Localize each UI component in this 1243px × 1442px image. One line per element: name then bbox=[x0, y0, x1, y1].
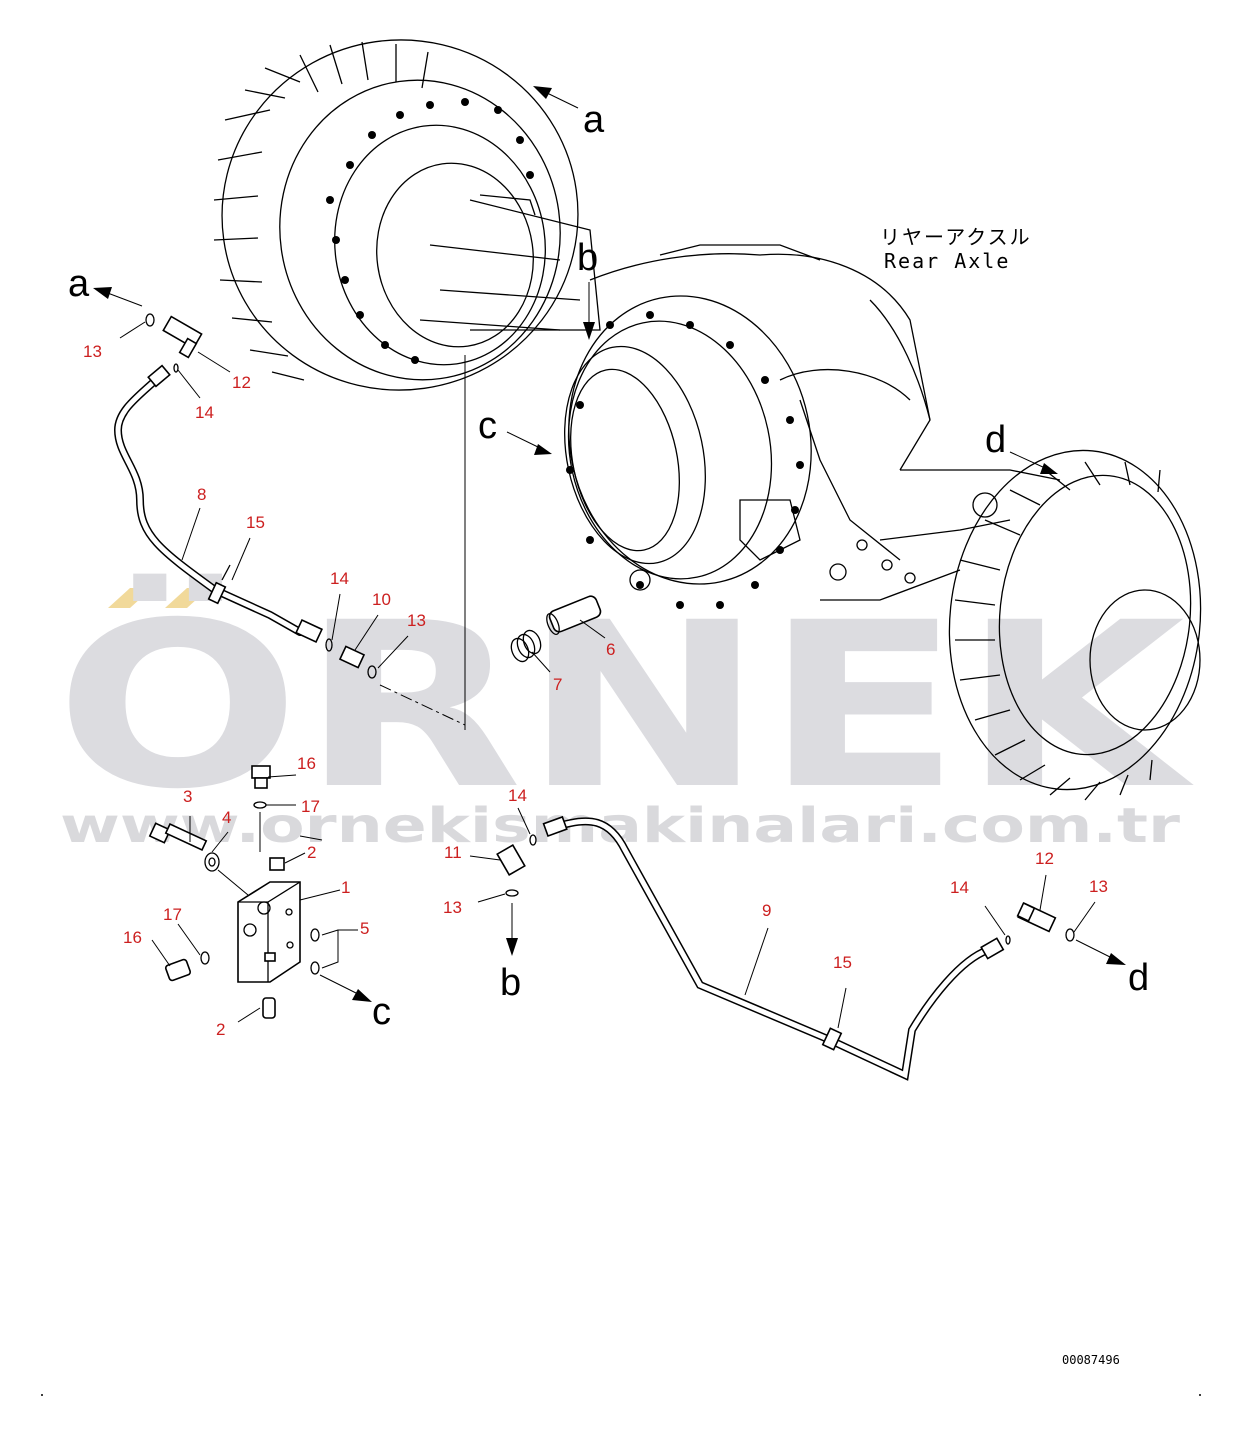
callout-3: 3 bbox=[183, 787, 192, 806]
center-housing bbox=[564, 244, 998, 609]
letter-b-top: b bbox=[577, 237, 598, 279]
callout-15-b: 15 bbox=[833, 953, 852, 972]
leader-lines bbox=[119, 321, 1096, 1029]
callout-6: 6 bbox=[606, 640, 615, 659]
callout-14-d: 14 bbox=[950, 878, 969, 897]
title-japanese: リヤーアクスル bbox=[880, 225, 1032, 249]
callout-14-b: 14 bbox=[330, 569, 349, 588]
callout-2-a: 2 bbox=[307, 843, 316, 862]
arrow-a-top bbox=[544, 91, 579, 109]
letter-d-right: d bbox=[1128, 957, 1149, 999]
arrow-d-top bbox=[1009, 451, 1046, 469]
callout-13-c: 13 bbox=[443, 898, 462, 917]
callout-2-b: 2 bbox=[216, 1020, 225, 1039]
callout-17-b: 17 bbox=[163, 905, 182, 924]
letter-d-top: d bbox=[985, 419, 1006, 461]
callout-8: 8 bbox=[197, 485, 206, 504]
letter-b-bottom: b bbox=[500, 962, 521, 1004]
hose-9 bbox=[542, 815, 1005, 1081]
corner-marks bbox=[41, 1394, 1201, 1396]
letter-c-bottom: c bbox=[372, 991, 391, 1033]
callout-9: 9 bbox=[762, 901, 771, 920]
fittings bbox=[145, 313, 1075, 945]
rear-axle-housing bbox=[213, 39, 1202, 801]
letter-c-top: c bbox=[478, 405, 497, 447]
callout-13-a: 13 bbox=[83, 342, 102, 361]
watermark: ÖRNEK www.ornekismakinalari.com.tr bbox=[55, 573, 1194, 854]
callout-13-b: 13 bbox=[407, 611, 426, 630]
drawing-number: 00087496 bbox=[1062, 1353, 1120, 1367]
callout-10: 10 bbox=[372, 590, 391, 609]
callout-4: 4 bbox=[222, 808, 231, 827]
callout-12-b: 12 bbox=[1035, 849, 1054, 868]
title-english: Rear Axle bbox=[884, 249, 1010, 273]
left-hub bbox=[213, 39, 579, 391]
right-hub bbox=[948, 449, 1202, 801]
watermark-logo: ÖRNEK bbox=[55, 573, 1194, 839]
watermark-umlaut-dots bbox=[108, 588, 209, 608]
arrow-d-right bbox=[1075, 939, 1113, 959]
letter-a-top: a bbox=[583, 99, 605, 141]
callout-17-a: 17 bbox=[301, 797, 320, 816]
callout-12-a: 12 bbox=[232, 373, 251, 392]
callout-5: 5 bbox=[360, 919, 369, 938]
callout-14-c: 14 bbox=[508, 786, 527, 805]
callout-14-a: 14 bbox=[195, 403, 214, 422]
title-block: リヤーアクスル Rear Axle bbox=[880, 225, 1032, 273]
callout-15-a: 15 bbox=[246, 513, 265, 532]
part-callouts: 13 12 14 8 15 14 10 13 6 7 16 17 3 4 2 1… bbox=[83, 342, 1108, 1039]
callout-16-a: 16 bbox=[297, 754, 316, 773]
arrow-c-bottom bbox=[319, 974, 359, 995]
arrow-c-top bbox=[506, 431, 541, 449]
callout-7: 7 bbox=[553, 675, 562, 694]
callout-1: 1 bbox=[341, 878, 350, 897]
callout-13-d: 13 bbox=[1089, 877, 1108, 896]
hose-8 bbox=[113, 364, 323, 644]
connection-markers: a a b b c c d d bbox=[68, 86, 1149, 1033]
valve-block-1 bbox=[148, 765, 320, 1019]
arrow-a-left bbox=[104, 291, 143, 307]
callout-16-b: 16 bbox=[123, 928, 142, 947]
callout-11: 11 bbox=[444, 843, 462, 862]
letter-a-left: a bbox=[68, 263, 90, 305]
